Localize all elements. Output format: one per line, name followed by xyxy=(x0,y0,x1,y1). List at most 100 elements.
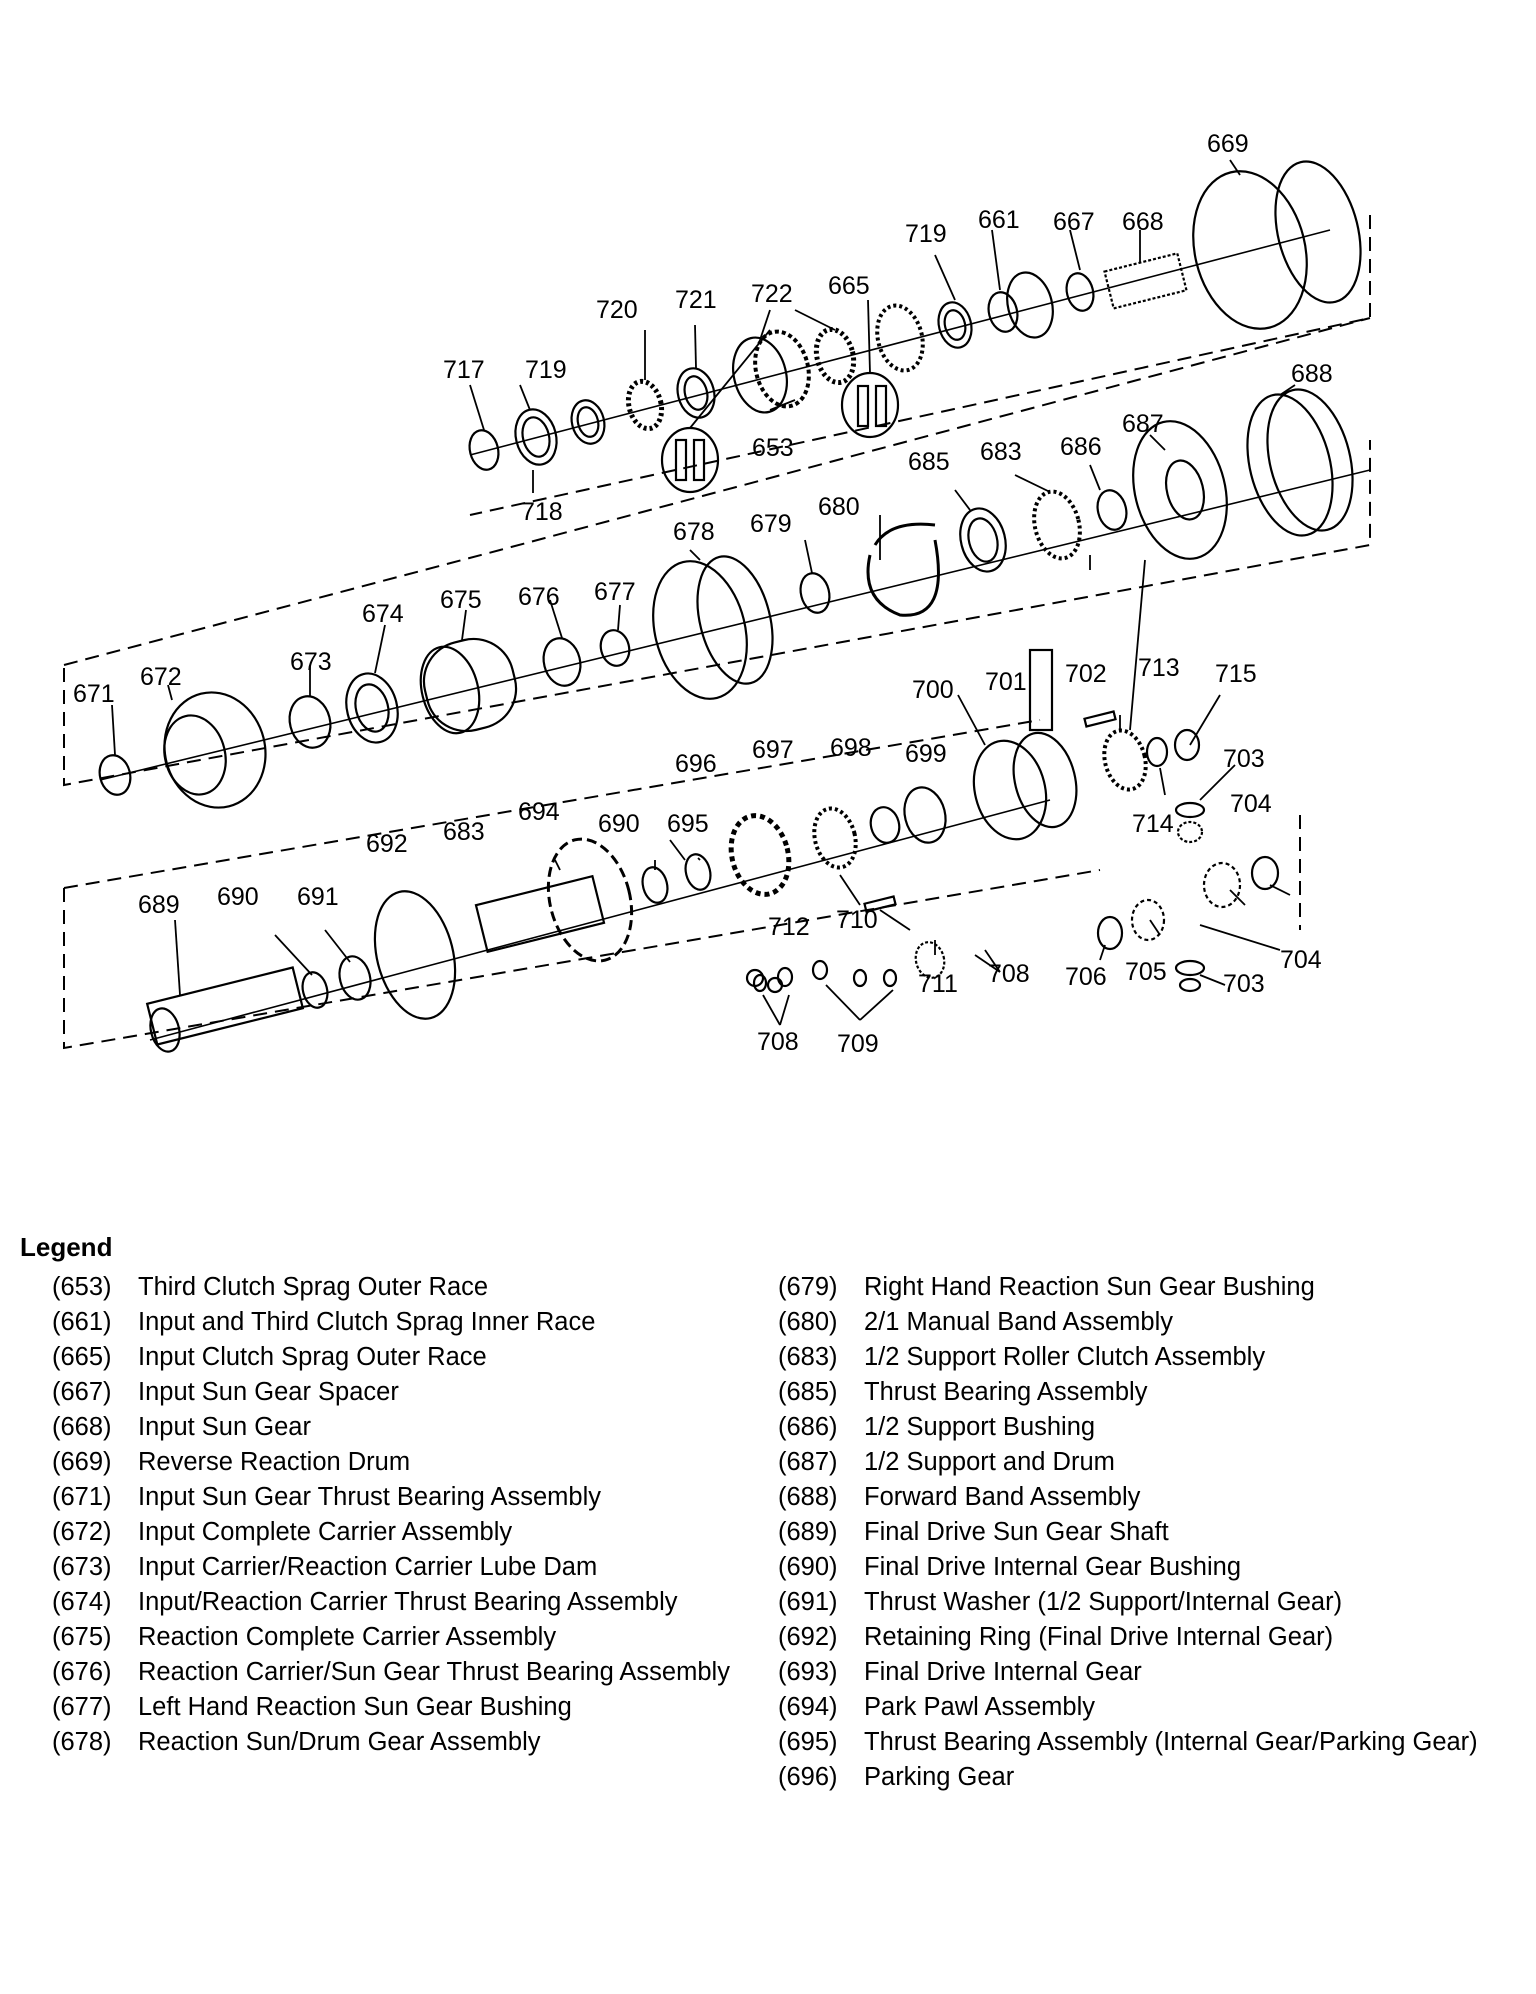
callout-715: 715 xyxy=(1215,660,1257,688)
legend-item-number: (687) xyxy=(778,1448,838,1476)
legend-item-description: Input Carrier/Reaction Carrier Lube Dam xyxy=(138,1553,598,1581)
legend-item-number: (674) xyxy=(52,1588,112,1616)
legend-item-description: 1/2 Support Bushing xyxy=(864,1413,1096,1441)
legend-item-description: Park Pawl Assembly xyxy=(864,1693,1095,1721)
callout-678: 678 xyxy=(673,518,715,546)
callout-694: 694 xyxy=(518,798,560,826)
callout-706-left: 706 xyxy=(1065,963,1107,991)
legend-item-number: (678) xyxy=(52,1728,112,1756)
legend-item-number: (676) xyxy=(52,1658,112,1686)
legend-item: (689)Final Drive Sun Gear Shaft xyxy=(778,1517,1498,1547)
legend-item: (669)Reverse Reaction Drum xyxy=(52,1447,772,1477)
callout-labels: 669 719 661 667 668 720 721 722 665 717 … xyxy=(73,130,1333,1058)
legend-item: (661)Input and Third Clutch Sprag Inner … xyxy=(52,1307,772,1337)
callout-689: 689 xyxy=(138,891,180,919)
callout-720: 720 xyxy=(596,296,638,324)
legend-item-description: Input Complete Carrier Assembly xyxy=(138,1518,513,1546)
legend-item: (686) 1/2 Support Bushing xyxy=(778,1412,1498,1442)
legend-item-number: (685) xyxy=(778,1378,838,1406)
row-3-parts xyxy=(145,648,1280,1053)
legend-item-description: Input Sun Gear Thrust Bearing Assembly xyxy=(138,1483,602,1511)
callout-714: 714 xyxy=(1132,810,1174,838)
callout-683-low: 683 xyxy=(443,818,485,846)
legend-item-description: Input Sun Gear Spacer xyxy=(138,1378,399,1406)
callout-698: 698 xyxy=(830,734,872,762)
legend-item-number: (686) xyxy=(778,1413,838,1441)
legend-item: (671) Input Sun Gear Thrust Bearing Assem… xyxy=(52,1482,772,1512)
callout-721: 721 xyxy=(675,286,717,314)
legend-item-description: Input Sun Gear xyxy=(138,1413,311,1441)
legend-item: (691)Thrust Washer (1/2 Support/Internal… xyxy=(778,1587,1498,1617)
callout-661: 661 xyxy=(978,206,1020,234)
legend-item: (690) Final Drive Internal Gear Bushing xyxy=(778,1552,1498,1582)
callout-671: 671 xyxy=(73,680,115,708)
legend-item-description: Reaction Sun/Drum Gear Assembly xyxy=(138,1728,541,1756)
callout-687: 687 xyxy=(1122,410,1164,438)
legend-item-description: Right Hand Reaction Sun Gear Bushing xyxy=(864,1273,1315,1301)
callout-676: 676 xyxy=(518,583,560,611)
legend-item: (676)Reaction Carrier/Sun Gear Thrust Be… xyxy=(52,1657,772,1687)
callout-711: 711 xyxy=(918,970,958,998)
legend-item-description: 1/2 Support and Drum xyxy=(864,1448,1115,1476)
callout-709: 709 xyxy=(837,1030,879,1058)
legend-item-description: 2/1 Manual Band Assembly xyxy=(864,1308,1174,1336)
legend-item-description: Final Drive Internal Gear xyxy=(864,1658,1142,1686)
callout-674: 674 xyxy=(362,600,404,628)
legend-item-number: (683) xyxy=(778,1343,838,1371)
legend-item: (668)Input Sun Gear xyxy=(52,1412,772,1442)
legend-item-number: (653) xyxy=(52,1273,112,1301)
callout-692: 692 xyxy=(366,830,408,858)
legend-item: (678) Reaction Sun/Drum Gear Assembly xyxy=(52,1727,772,1757)
exploded-parts-diagram: 669 719 661 667 668 720 721 722 665 717 … xyxy=(63,130,1371,1058)
callout-712: 712 xyxy=(768,913,810,941)
callout-665: 665 xyxy=(828,272,870,300)
callout-690-mid: 690 xyxy=(598,810,640,838)
callout-722: 722 xyxy=(751,280,793,308)
callout-713: 713 xyxy=(1138,654,1180,682)
callout-702: 702 xyxy=(1065,660,1107,688)
legend-item-number: (693) xyxy=(778,1658,838,1686)
callout-708-left: 708 xyxy=(757,1028,799,1056)
legend-item: (694)Park Pawl Assembly xyxy=(778,1692,1498,1722)
callout-703-top: 703 xyxy=(1223,745,1265,773)
legend-right-column: (679)Right Hand Reaction Sun Gear Bushin… xyxy=(778,1272,1498,1797)
legend-item: (695)Thrust Bearing Assembly (Internal G… xyxy=(778,1727,1498,1757)
row-1-parts xyxy=(468,160,1362,494)
legend-item: (674)Input/Reaction Carrier Thrust Beari… xyxy=(52,1587,772,1617)
legend-item: (675)Reaction Complete Carrier Assembly xyxy=(52,1622,772,1652)
callout-685: 685 xyxy=(908,448,950,476)
callout-686: 686 xyxy=(1060,433,1102,461)
callout-667: 667 xyxy=(1053,208,1095,236)
legend-item-number: (671) xyxy=(52,1483,112,1511)
callout-688: 688 xyxy=(1291,360,1333,388)
legend-item-description: Forward Band Assembly xyxy=(864,1483,1141,1511)
callout-690-left: 690 xyxy=(217,883,259,911)
legend-item: (688)Forward Band Assembly xyxy=(778,1482,1498,1512)
legend-item-number: (695) xyxy=(778,1728,838,1756)
legend-item: (687) 1/2 Support and Drum xyxy=(778,1447,1498,1477)
legend-item: (672)Input Complete Carrier Assembly xyxy=(52,1517,772,1547)
legend-item-number: (692) xyxy=(778,1623,838,1651)
legend-item-description: Reverse Reaction Drum xyxy=(138,1448,411,1476)
legend-item: (667)Input Sun Gear Spacer xyxy=(52,1377,772,1407)
legend-item: (696)Parking Gear xyxy=(778,1762,1498,1792)
legend-item: (679)Right Hand Reaction Sun Gear Bushin… xyxy=(778,1272,1498,1302)
legend-item-description: Thrust Bearing Assembly xyxy=(864,1378,1148,1406)
legend-item: (685) Thrust Bearing Assembly xyxy=(778,1377,1498,1407)
legend-item: (692)Retaining Ring (Final Drive Interna… xyxy=(778,1622,1498,1652)
legend-item-number: (691) xyxy=(778,1588,838,1616)
legend-item-description: Reaction Complete Carrier Assembly xyxy=(138,1623,557,1651)
legend-item-number: (690) xyxy=(778,1553,838,1581)
callout-710: 710 xyxy=(836,906,878,934)
legend-item-number: (661) xyxy=(52,1308,112,1336)
callout-697: 697 xyxy=(752,736,794,764)
row-2-parts xyxy=(98,388,1371,809)
legend-item-description: Final Drive Internal Gear Bushing xyxy=(864,1553,1242,1581)
callout-675: 675 xyxy=(440,586,482,614)
legend-title: Legend xyxy=(20,1232,113,1262)
legend-left-column: (653)Third Clutch Sprag Outer Race (661)… xyxy=(52,1272,772,1762)
callout-680: 680 xyxy=(818,493,860,521)
callout-719-left: 719 xyxy=(525,356,567,384)
legend-item: (653)Third Clutch Sprag Outer Race xyxy=(52,1272,772,1302)
callout-653: 653 xyxy=(752,434,794,462)
